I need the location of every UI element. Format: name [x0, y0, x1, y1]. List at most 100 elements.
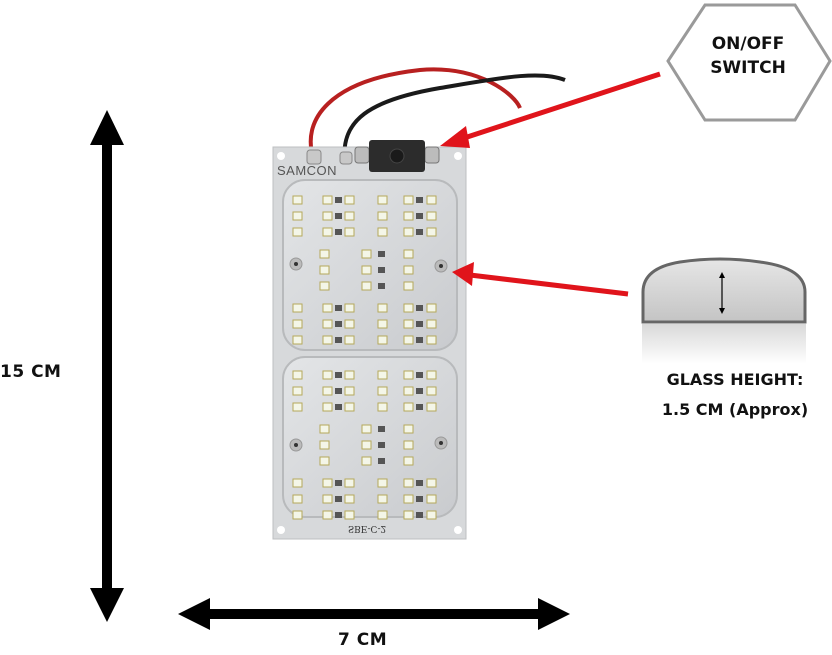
led-chip [377, 319, 388, 329]
led-chip [344, 386, 355, 396]
resistor-chip [416, 480, 423, 486]
glass-callout-text: GLASS HEIGHT: 1.5 CM (Approx) [640, 365, 830, 425]
resistor-chip [416, 496, 423, 502]
resistor-chip [378, 442, 385, 448]
led-chip [403, 424, 414, 434]
led-chip [319, 265, 330, 275]
led-chip [403, 211, 414, 221]
led-chip [322, 370, 333, 380]
led-array [292, 195, 437, 520]
led-chip [292, 227, 303, 237]
glass-pointer-arrow [452, 262, 629, 297]
board-brand-label: SAMCON [277, 163, 338, 178]
led-chip [426, 211, 437, 221]
led-chip [403, 456, 414, 466]
led-chip [344, 303, 355, 313]
resistor-chip [335, 512, 342, 518]
led-chip [322, 319, 333, 329]
led-chip [403, 265, 414, 275]
led-chip [319, 456, 330, 466]
led-board [272, 140, 467, 540]
glass-callout-line2: 1.5 CM (Approx) [661, 400, 809, 419]
switch-callout-hexagon [666, 3, 832, 122]
switch-callout-line2: SWITCH [710, 58, 786, 78]
led-chip [377, 510, 388, 520]
resistor-chip [335, 496, 342, 502]
led-chip [319, 249, 330, 259]
led-chip [377, 386, 388, 396]
led-chip [292, 370, 303, 380]
board-code-label: SBE-C-2 [348, 523, 387, 533]
resistor-chip [378, 458, 385, 464]
led-chip [344, 478, 355, 488]
led-chip [344, 195, 355, 205]
resistor-chip [416, 512, 423, 518]
resistor-chip [416, 305, 423, 311]
led-chip [344, 494, 355, 504]
led-chip [426, 386, 437, 396]
led-chip [403, 386, 414, 396]
led-chip [322, 386, 333, 396]
led-chip [322, 402, 333, 412]
switch-callout-text: ON/OFF SWITCH [688, 32, 808, 80]
resistor-chip [416, 388, 423, 394]
led-chip [292, 319, 303, 329]
power-wires [308, 67, 566, 163]
led-chip [344, 319, 355, 329]
led-chip [403, 249, 414, 259]
led-chip [292, 386, 303, 396]
led-chip [292, 211, 303, 221]
led-chip [403, 370, 414, 380]
led-chip [377, 211, 388, 221]
resistor-chip [378, 426, 385, 432]
led-chip [319, 440, 330, 450]
led-chip [322, 494, 333, 504]
led-chip [426, 195, 437, 205]
led-chip [377, 478, 388, 488]
led-chip [292, 195, 303, 205]
led-chip [292, 478, 303, 488]
resistor-chip [335, 197, 342, 203]
led-chip [403, 195, 414, 205]
led-chip [403, 335, 414, 345]
glass-height-illustration [641, 257, 807, 364]
width-dimension-arrow [178, 598, 570, 630]
led-chip [377, 370, 388, 380]
resistor-chip [335, 372, 342, 378]
switch-pointer-arrow [440, 71, 661, 148]
led-chip [361, 424, 372, 434]
resistor-chip [378, 283, 385, 289]
led-chip [403, 303, 414, 313]
led-chip [322, 227, 333, 237]
led-chip [322, 335, 333, 345]
led-chip [403, 494, 414, 504]
led-chip [426, 319, 437, 329]
glass-callout-line1: GLASS HEIGHT: [666, 370, 804, 389]
led-chip [322, 195, 333, 205]
led-chip [426, 510, 437, 520]
led-chip [361, 249, 372, 259]
resistor-chip [416, 337, 423, 343]
led-chip [319, 424, 330, 434]
led-chip [322, 478, 333, 488]
led-chip [322, 211, 333, 221]
led-chip [426, 303, 437, 313]
led-chip [292, 303, 303, 313]
resistor-chip [335, 337, 342, 343]
led-chip [403, 281, 414, 291]
led-chip [344, 335, 355, 345]
led-chip [322, 510, 333, 520]
led-chip [426, 402, 437, 412]
led-chip [403, 402, 414, 412]
led-chip [344, 370, 355, 380]
led-chip [403, 227, 414, 237]
led-chip [426, 335, 437, 345]
width-dimension-label: 7 CM [338, 630, 388, 650]
led-chip [403, 319, 414, 329]
led-chip [344, 402, 355, 412]
led-chip [426, 370, 437, 380]
led-chip [344, 211, 355, 221]
led-chip [361, 281, 372, 291]
led-chip [361, 265, 372, 275]
